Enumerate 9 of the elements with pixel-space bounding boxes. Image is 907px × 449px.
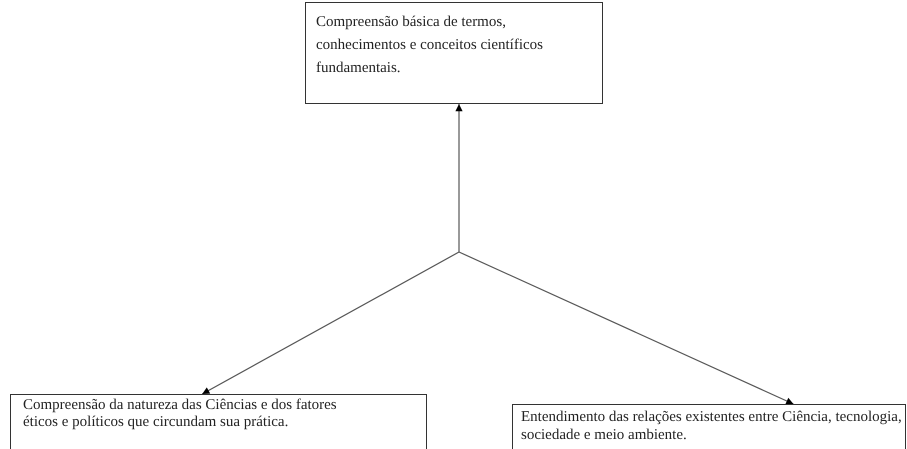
arrow [202, 251, 460, 395]
box-text: Entendimento das relações existentes entre Ciência, tecnologia, sociedade e meio ambiente. [521, 408, 903, 444]
text-box [10, 394, 427, 449]
arrow [458, 251, 794, 405]
box-text: Compreensão básica de termos, conhecimentos e conceitos científicos fundamentais. [316, 13, 544, 78]
box-text: Compreensão da natureza das Ciências e dos fatores éticos e políticos que circundam sua prática. [23, 397, 338, 431]
arrow [455, 104, 463, 252]
text-box [305, 2, 603, 104]
text-box [512, 404, 906, 449]
